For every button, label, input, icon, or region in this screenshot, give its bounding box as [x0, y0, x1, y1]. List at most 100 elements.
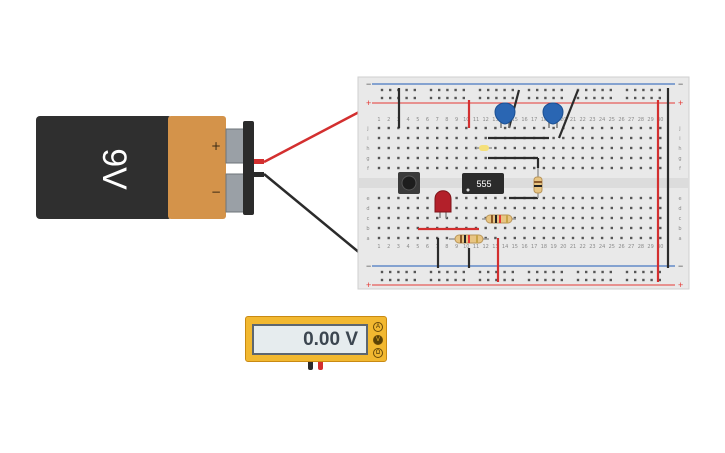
- breadboard-hole[interactable]: [610, 216, 613, 220]
- breadboard-hole[interactable]: [387, 206, 390, 210]
- breadboard-hole[interactable]: [377, 206, 381, 210]
- breadboard-hole[interactable]: [642, 88, 645, 92]
- breadboard-hole[interactable]: [593, 88, 596, 92]
- breadboard-hole[interactable]: [544, 270, 547, 274]
- breadboard-hole[interactable]: [474, 216, 478, 220]
- breadboard-hole[interactable]: [503, 206, 507, 210]
- breadboard-hole[interactable]: [494, 166, 497, 170]
- breadboard-hole[interactable]: [576, 278, 580, 282]
- breadboard-hole[interactable]: [484, 206, 487, 210]
- breadboard-hole[interactable]: [513, 146, 516, 150]
- breadboard-hole[interactable]: [426, 206, 429, 210]
- breadboard-hole[interactable]: [405, 278, 408, 282]
- breadboard-hole[interactable]: [533, 166, 536, 170]
- breadboard-hole[interactable]: [462, 88, 465, 92]
- breadboard-hole[interactable]: [552, 196, 555, 200]
- breadboard-hole[interactable]: [625, 278, 629, 282]
- breadboard-hole[interactable]: [523, 236, 526, 240]
- breadboard-hole[interactable]: [600, 236, 604, 240]
- breadboard-hole[interactable]: [436, 216, 439, 220]
- breadboard-hole[interactable]: [650, 88, 653, 92]
- breadboard-hole[interactable]: [576, 96, 580, 100]
- breadboard-hole[interactable]: [649, 216, 652, 220]
- breadboard-hole[interactable]: [438, 88, 441, 92]
- breadboard-hole[interactable]: [511, 278, 514, 282]
- breadboard-hole[interactable]: [658, 270, 661, 274]
- breadboard-hole[interactable]: [495, 88, 498, 92]
- breadboard-hole[interactable]: [536, 278, 539, 282]
- multimeter-mode-selector[interactable]: A V Ω: [373, 322, 385, 358]
- breadboard-hole[interactable]: [494, 196, 497, 200]
- breadboard-hole[interactable]: [513, 126, 516, 130]
- capacitor-left[interactable]: [494, 102, 516, 128]
- breadboard-hole[interactable]: [397, 156, 400, 160]
- breadboard-hole[interactable]: [465, 126, 468, 130]
- breadboard-hole[interactable]: [465, 146, 468, 150]
- breadboard-hole[interactable]: [600, 206, 604, 210]
- breadboard-hole[interactable]: [387, 236, 390, 240]
- breadboard-hole[interactable]: [620, 206, 623, 210]
- breadboard-hole[interactable]: [377, 196, 381, 200]
- breadboard-hole[interactable]: [581, 226, 584, 230]
- breadboard-hole[interactable]: [610, 136, 613, 140]
- breadboard-hole[interactable]: [426, 216, 429, 220]
- breadboard-hole[interactable]: [600, 126, 604, 130]
- breadboard-hole[interactable]: [387, 196, 390, 200]
- breadboard-hole[interactable]: [494, 226, 497, 230]
- breadboard-hole[interactable]: [445, 156, 449, 160]
- capacitor-right[interactable]: [542, 102, 564, 128]
- breadboard-hole[interactable]: [593, 270, 596, 274]
- breadboard-hole[interactable]: [438, 270, 441, 274]
- breadboard-hole[interactable]: [474, 166, 478, 170]
- breadboard-hole[interactable]: [591, 196, 594, 200]
- breadboard-hole[interactable]: [659, 226, 662, 230]
- breadboard-hole[interactable]: [639, 126, 643, 130]
- breadboard-hole[interactable]: [495, 278, 498, 282]
- breadboard-hole[interactable]: [552, 270, 555, 274]
- breadboard-hole[interactable]: [513, 206, 516, 210]
- breadboard-hole[interactable]: [446, 270, 449, 274]
- breadboard-hole[interactable]: [511, 88, 514, 92]
- breadboard-hole[interactable]: [380, 270, 384, 274]
- breadboard-hole[interactable]: [405, 270, 408, 274]
- breadboard-hole[interactable]: [610, 166, 613, 170]
- breadboard-hole[interactable]: [503, 236, 507, 240]
- breadboard-hole[interactable]: [416, 206, 419, 210]
- breadboard-hole[interactable]: [625, 270, 629, 274]
- breadboard-hole[interactable]: [503, 226, 507, 230]
- breadboard-hole[interactable]: [560, 278, 563, 282]
- led-red[interactable]: [434, 190, 452, 218]
- battery-9v[interactable]: 9V + −: [36, 116, 264, 219]
- breadboard-hole[interactable]: [445, 216, 449, 220]
- breadboard-hole[interactable]: [600, 146, 604, 150]
- breadboard-hole[interactable]: [639, 236, 643, 240]
- breadboard-hole[interactable]: [650, 278, 653, 282]
- breadboard-hole[interactable]: [397, 196, 400, 200]
- breadboard-hole[interactable]: [416, 226, 419, 230]
- breadboard-hole[interactable]: [426, 236, 429, 240]
- breadboard-hole[interactable]: [542, 216, 546, 220]
- breadboard-hole[interactable]: [542, 146, 546, 150]
- breadboard-hole[interactable]: [542, 126, 546, 130]
- breadboard-hole[interactable]: [620, 156, 623, 160]
- breadboard-hole[interactable]: [446, 278, 449, 282]
- breadboard-hole[interactable]: [484, 126, 487, 130]
- breadboard-hole[interactable]: [484, 136, 487, 140]
- breadboard-hole[interactable]: [585, 278, 588, 282]
- breadboard-hole[interactable]: [513, 216, 516, 220]
- breadboard-hole[interactable]: [484, 236, 487, 240]
- breadboard-hole[interactable]: [387, 166, 390, 170]
- breadboard-hole[interactable]: [658, 96, 661, 100]
- breadboard-hole[interactable]: [494, 236, 497, 240]
- breadboard-hole[interactable]: [600, 216, 604, 220]
- breadboard-hole[interactable]: [527, 270, 531, 274]
- breadboard-hole[interactable]: [610, 206, 613, 210]
- breadboard-hole[interactable]: [562, 236, 565, 240]
- breadboard-hole[interactable]: [389, 278, 392, 282]
- mode-button-resistance[interactable]: Ω: [373, 348, 383, 358]
- breadboard-hole[interactable]: [659, 236, 662, 240]
- breadboard-hole[interactable]: [445, 146, 449, 150]
- breadboard-hole[interactable]: [455, 156, 458, 160]
- breadboard-hole[interactable]: [634, 278, 637, 282]
- breadboard-hole[interactable]: [377, 156, 381, 160]
